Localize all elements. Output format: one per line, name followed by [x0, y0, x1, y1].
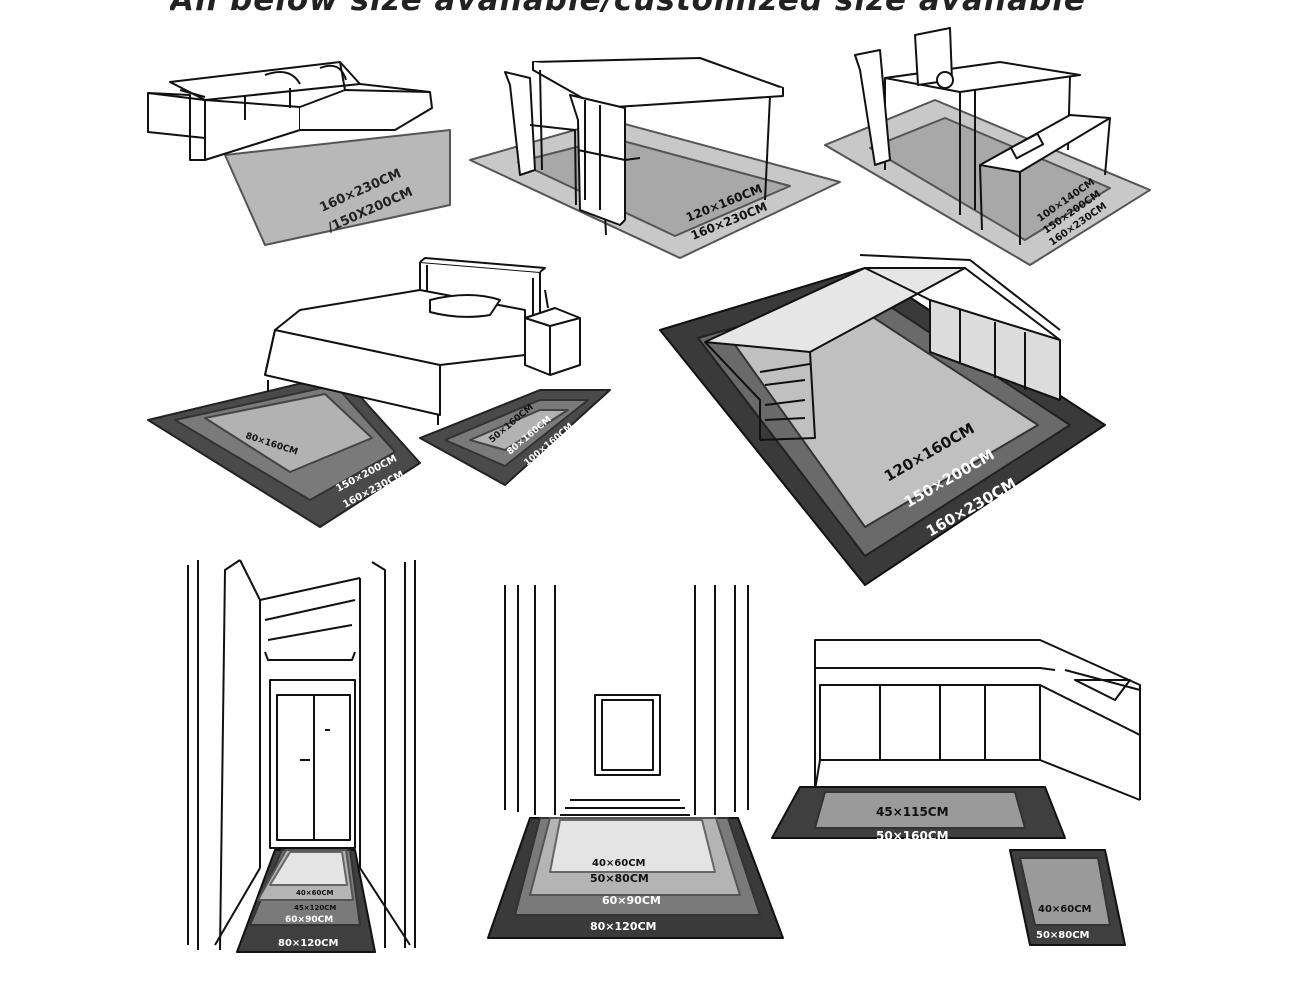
kit-label-1: 45×115CM [876, 805, 949, 819]
hall-label-1: 40×60CM [296, 889, 333, 897]
study-scene [659, 254, 1106, 586]
side-rug-inner [469, 409, 569, 451]
living-rug [224, 129, 451, 246]
kit-label-3: 40×60CM [1038, 904, 1092, 915]
kit-label-4: 50×80CM [1036, 930, 1090, 941]
entrance-scene [487, 585, 784, 939]
dining-room-scene [469, 57, 841, 259]
kit-rug2-inner [1019, 857, 1111, 926]
dining-bench-scene [824, 27, 1151, 266]
kit-label-2: 50×160CM [876, 829, 949, 843]
hall-label-4: 80×120CM [278, 938, 339, 949]
living-room-scene [147, 61, 451, 246]
kitchen-scene [771, 639, 1141, 946]
kit-rug1-inner [814, 791, 1026, 829]
ent-label-3: 60×90CM [602, 894, 661, 907]
hall-rug-core [269, 851, 348, 886]
ent-label-4: 80×120CM [590, 920, 657, 933]
ent-label-1: 40×60CM [592, 858, 646, 869]
ent-label-2: 50×80CM [590, 872, 649, 885]
hall-label-3: 60×90CM [285, 915, 333, 925]
bed-rug-inner [204, 393, 373, 473]
hall-label-2: 45×120CM [294, 904, 336, 912]
header-text: All below size available/customized size… [170, 0, 1120, 12]
hallway-scene [187, 559, 416, 953]
ent-rug-core [549, 819, 716, 873]
bedroom-scene [147, 257, 611, 528]
bench-rug-inner [869, 117, 1111, 241]
